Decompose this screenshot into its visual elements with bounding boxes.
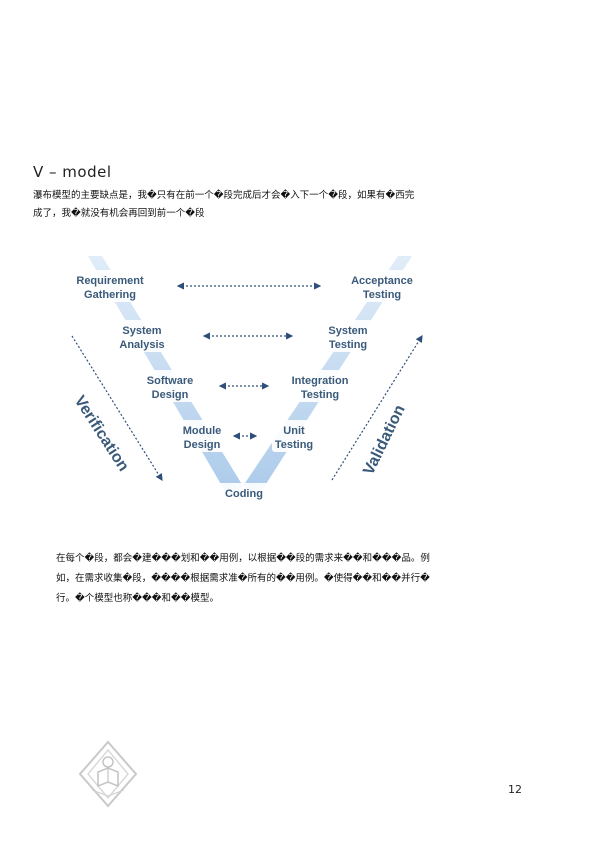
arrow-validation <box>331 334 423 481</box>
body-paragraph: 在每个�段，都会�建���划和��用例，以根据��段的需求来��和���品。例 … <box>56 549 526 609</box>
body-line-2: 如，在需求收集�段，����根据需求准�所有的��用例。�使得��和��并行� <box>56 573 430 584</box>
section-heading: V – model <box>33 163 112 181</box>
stage-software-design-line1: Software <box>147 375 193 387</box>
arrow-verification <box>71 335 163 482</box>
stage-system-testing-line1: System <box>328 325 367 337</box>
stage-module-design-line1: Module <box>183 425 222 437</box>
stage-coding: Coding <box>225 488 263 500</box>
stage-system-testing-line2: Testing <box>329 339 367 351</box>
stage-requirement-line1: Requirement <box>76 275 144 287</box>
page-number: 12 <box>508 783 522 796</box>
stage-acceptance-line1: Acceptance <box>351 275 413 287</box>
stage-system-analysis-line1: System <box>122 325 161 337</box>
intro-paragraph: 瀑布模型的主要缺点是，我�只有在前一个�段完成后才会�入下一个�段，如果有�西完… <box>33 187 503 223</box>
intro-line-1: 瀑布模型的主要缺点是，我�只有在前一个�段完成后才会�入下一个�段，如果有�西完 <box>33 190 415 201</box>
v-model-diagram: Requirement Gathering Acceptance Testing… <box>68 256 426 501</box>
body-line-1: 在每个�段，都会�建���划和��用例，以根据��段的需求来��和���品。例 <box>56 553 430 564</box>
stage-unit-testing-line1: Unit <box>283 425 305 437</box>
stage-software-design-line2: Design <box>152 389 189 401</box>
stage-module-design-line2: Design <box>184 439 221 451</box>
stage-integration-testing-line2: Testing <box>301 389 339 401</box>
validation-label: Validation <box>360 402 408 477</box>
stage-integration-testing-line1: Integration <box>292 375 349 387</box>
stage-acceptance-line2: Testing <box>363 289 401 301</box>
intro-line-2: 成了，我�就没有机会再回到前一个�段 <box>33 208 205 219</box>
verification-label: Verification <box>71 393 132 475</box>
stage-system-analysis-line2: Analysis <box>119 339 164 351</box>
body-line-3: 行。�个模型也称���和��模型。 <box>56 593 219 604</box>
publisher-logo <box>78 740 138 808</box>
stage-requirement-line2: Gathering <box>84 289 136 301</box>
stage-unit-testing-line2: Testing <box>275 439 313 451</box>
